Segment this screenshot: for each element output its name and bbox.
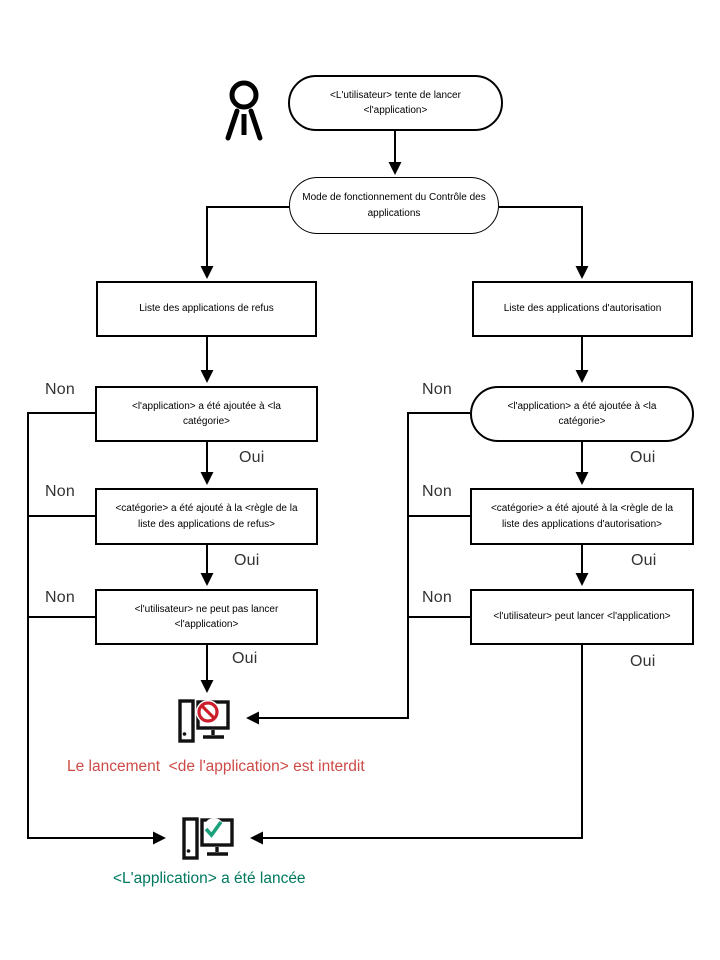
label-oui-right-2: Oui [631, 552, 657, 569]
edge-right-step3-to-launched [250, 645, 583, 845]
label-non-right-3: Non [422, 589, 452, 606]
node-mode: Mode de fonctionnement du Contrôle des a… [289, 177, 499, 234]
label-non-right-1: Non [422, 381, 452, 398]
edge-mode-to-left-list [200, 206, 289, 279]
edge-right-non-rail [246, 412, 470, 725]
label-oui-right-1: Oui [630, 449, 656, 466]
prohibition-icon [197, 701, 219, 723]
node-right-step1: <l'application> a été ajoutée à <la caté… [470, 386, 694, 442]
blocked-computer-icon [178, 699, 230, 743]
check-icon [204, 820, 223, 838]
edge-mode-to-right-list [499, 206, 589, 279]
node-right-step3: <l'utilisateur> peut lancer <l'applicati… [470, 589, 694, 645]
label-oui-right-3: Oui [630, 653, 656, 670]
node-right-list: Liste des applications d'autorisation [472, 281, 693, 337]
label-non-left-1: Non [45, 381, 75, 398]
node-left-step2: <catégorie> a été ajouté à la <règle de … [95, 488, 318, 545]
node-right-step2: <catégorie> a été ajouté à la <règle de … [470, 488, 694, 545]
launched-computer-icon [182, 817, 234, 860]
node-left-step3: <l'utilisateur> ne peut pas lancer <l'ap… [95, 589, 318, 645]
node-left-list: Liste des applications de refus [96, 281, 317, 337]
label-non-right-2: Non [422, 483, 452, 500]
node-start: <L'utilisateur> tente de lancer <l'appli… [288, 75, 503, 131]
label-oui-left-2: Oui [234, 552, 260, 569]
label-oui-left-3: Oui [232, 650, 258, 667]
node-left-step1: <l'application> a été ajoutée à <la caté… [95, 386, 318, 442]
blocked-outcome-text: Le lancement <de l'application> est inte… [67, 758, 365, 775]
launched-outcome-text: <L'application> a été lancée [113, 870, 306, 887]
label-non-left-3: Non [45, 589, 75, 606]
prohibition-halo [196, 700, 220, 724]
check-halo [204, 818, 224, 838]
label-non-left-2: Non [45, 483, 75, 500]
label-oui-left-1: Oui [239, 449, 265, 466]
user-icon [225, 80, 263, 141]
